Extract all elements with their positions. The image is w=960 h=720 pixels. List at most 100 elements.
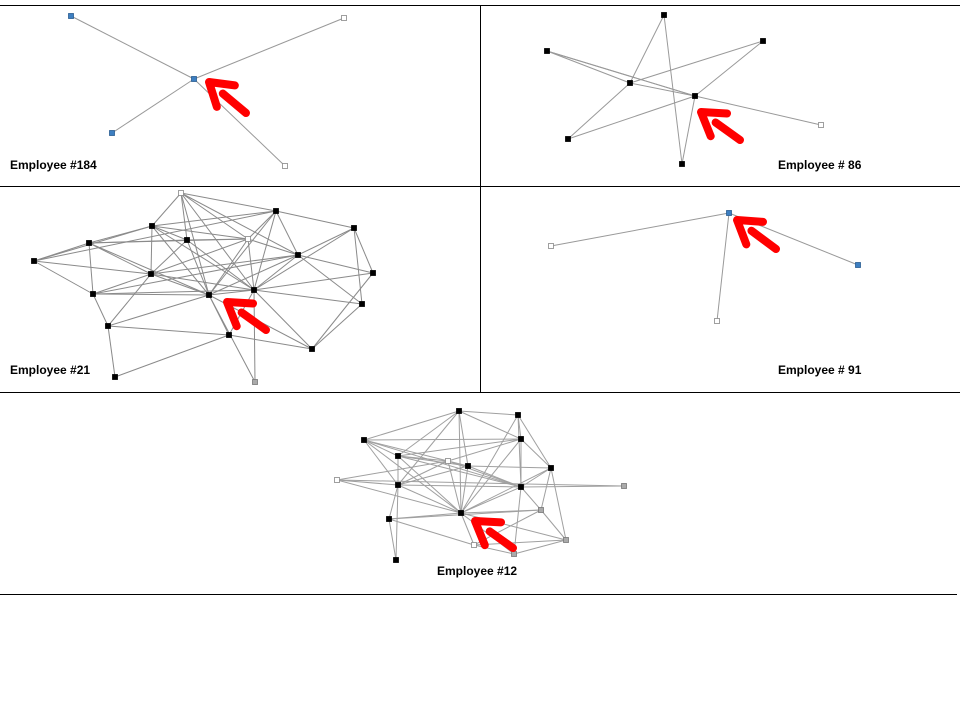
emp21-edge [114, 334, 230, 378]
emp21-edge [107, 294, 210, 327]
emp86-node [679, 161, 685, 167]
emp12-node [393, 557, 399, 563]
emp21-node [252, 379, 258, 385]
emp12-edge [467, 465, 552, 469]
emp91-node [726, 210, 732, 216]
emp21-edge [253, 227, 355, 291]
emp86-edge [629, 14, 665, 84]
emp86-edge [681, 95, 696, 165]
emp12-node [361, 437, 367, 443]
emp21-edge [228, 334, 313, 350]
emp21-edge [180, 192, 277, 212]
emp21-edge [247, 210, 277, 240]
emp21-edge [150, 273, 255, 291]
emp21-edge [208, 238, 249, 296]
emp86-node [760, 38, 766, 44]
emp86-edge [567, 95, 696, 140]
emp21-edge [180, 192, 249, 240]
emp86-node [544, 48, 550, 54]
emp91-edge [716, 212, 730, 322]
emp12-node [445, 458, 451, 464]
emp21-node [309, 346, 315, 352]
emp21-edge [33, 242, 90, 262]
emp21-edge [297, 254, 374, 274]
emp21-edge [275, 210, 299, 256]
emp12-node [511, 551, 517, 557]
emp12-edge [363, 439, 399, 486]
emp12-edge [458, 410, 462, 514]
emp12-edge [388, 509, 542, 520]
emp12-edge [397, 484, 522, 488]
emp21-edge [33, 210, 277, 262]
emp86-edge [567, 82, 631, 140]
emp12-edge [517, 414, 552, 469]
emp12-edge [447, 460, 522, 488]
emp21-edge [180, 192, 188, 241]
emp21-node [90, 291, 96, 297]
emp12-edge [388, 518, 475, 546]
emp12-node [518, 484, 524, 490]
emp91-node [714, 318, 720, 324]
emp21-edge [253, 289, 313, 350]
emp21-node [178, 190, 184, 196]
emp12-node [471, 542, 477, 548]
emp12-edge [363, 438, 522, 441]
emp12-edge [513, 539, 567, 555]
emp12-edge [363, 410, 460, 441]
emp21-edge [33, 225, 153, 262]
red-arrow-86 [697, 108, 744, 144]
emp21-node [148, 271, 154, 277]
emp21-node [112, 374, 118, 380]
emp21-node [86, 240, 92, 246]
panel-label-employee-21: Employee #21 [10, 363, 91, 377]
emp86-edge [694, 40, 764, 97]
emp12-edge [473, 539, 567, 546]
emp86-edge [546, 50, 631, 84]
emp21-edge [92, 289, 255, 295]
emp91-edge [550, 212, 730, 247]
emp21-edge [151, 225, 255, 291]
emp184-node [341, 15, 347, 21]
emp12-edge [550, 467, 567, 541]
emp12-edge [460, 512, 475, 546]
emp21-edge [151, 210, 277, 227]
emp21-node [370, 270, 376, 276]
panel-label-employee-86: Employee # 86 [778, 158, 862, 172]
emp21-edge [186, 239, 255, 291]
emp21-edge [311, 303, 363, 350]
emp12-edge [473, 544, 515, 555]
emp21-edge [253, 254, 299, 291]
panel-label-employee-184: Employee #184 [10, 158, 97, 172]
emp12-edge [397, 438, 522, 457]
emp21-edge [107, 325, 116, 378]
emp12-edge [397, 410, 460, 486]
emp86-edge [629, 82, 696, 97]
emp21-edge [151, 225, 249, 240]
emp184-node [68, 13, 74, 19]
emp12-node [538, 507, 544, 513]
emp21-node [273, 208, 279, 214]
emp21-node [105, 323, 111, 329]
emp86-node [692, 93, 698, 99]
emp21-node [295, 252, 301, 258]
emp12-node [465, 463, 471, 469]
emp21-edge [88, 242, 94, 295]
red-arrow-21 [223, 298, 270, 334]
emp12-node [386, 516, 392, 522]
emp21-node [251, 287, 257, 293]
emp184-edge [193, 17, 345, 80]
red-arrow-184 [205, 78, 250, 117]
emp21-node [206, 292, 212, 298]
emp21-edge [92, 293, 210, 296]
emp21-edge [107, 325, 230, 336]
emp12-edge [460, 467, 552, 514]
emp12-edge [395, 484, 399, 561]
emp21-edge [150, 254, 299, 275]
red-arrow-91 [733, 216, 780, 253]
emp12-edge [336, 479, 399, 486]
emp12-edge [460, 486, 522, 514]
emp12-edge [363, 439, 449, 462]
emp86-node [661, 12, 667, 18]
